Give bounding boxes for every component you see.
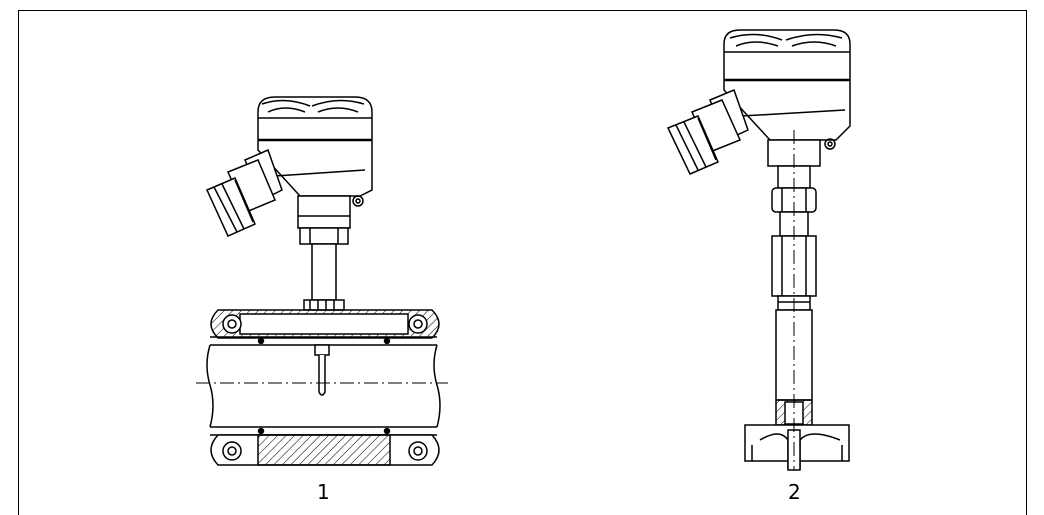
assembly-1-housing xyxy=(257,96,373,207)
assembly-1-cable-gland xyxy=(205,148,283,237)
assembly-1-pipe xyxy=(206,336,441,436)
assembly-1-stem xyxy=(311,243,337,301)
assembly-2 xyxy=(666,29,851,471)
assembly-1-nut xyxy=(299,227,349,245)
assembly-1-lower-clamp xyxy=(210,434,440,466)
figure-label-2: 2 xyxy=(788,480,801,504)
assembly-2-base-block xyxy=(744,424,850,471)
figure-label-1: 1 xyxy=(317,480,330,504)
assembly-1-neck xyxy=(297,195,351,229)
assembly-1-upper-clamp xyxy=(210,309,440,339)
assembly-2-cable-gland xyxy=(666,89,749,175)
assembly-1 xyxy=(196,96,448,466)
figure-frame xyxy=(18,10,1027,515)
assembly-2-housing xyxy=(723,29,851,150)
